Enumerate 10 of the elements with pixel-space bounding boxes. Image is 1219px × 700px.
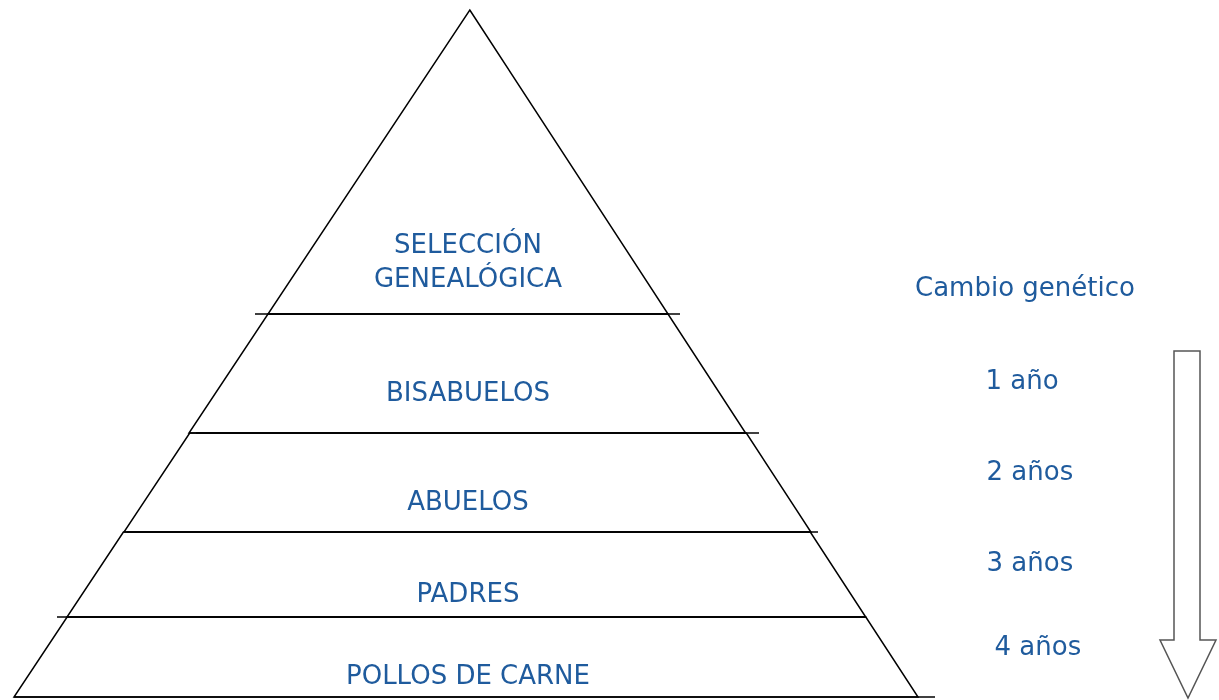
time-label: 1 año bbox=[985, 365, 1059, 395]
axis-title: Cambio genético bbox=[915, 272, 1135, 302]
tier-label: PADRES bbox=[415, 576, 521, 610]
time-label: 4 años bbox=[994, 631, 1082, 661]
tier-label: ABUELOS bbox=[406, 484, 530, 518]
tier-label: POLLOS DE CARNE bbox=[345, 659, 591, 692]
time-label: 3 años bbox=[986, 547, 1074, 577]
time-label: 2 años bbox=[986, 456, 1074, 486]
tier-label: BISABUELOS bbox=[384, 375, 552, 409]
tier-label: SELECCIÓN GENEALÓGICA bbox=[372, 228, 563, 295]
